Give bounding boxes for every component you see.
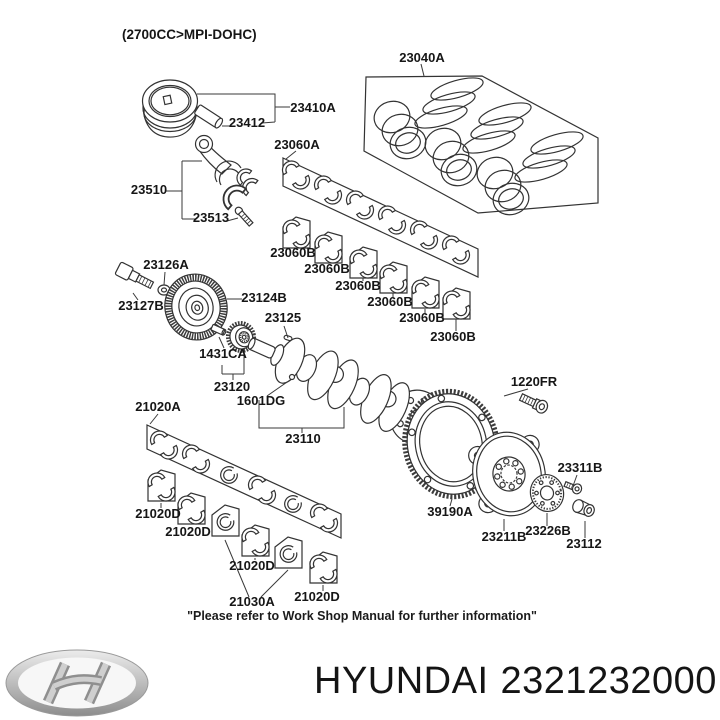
adapter-plate	[529, 473, 565, 513]
timing-sprocket	[225, 321, 257, 353]
label-main-bearing-1: 21020D	[135, 506, 181, 521]
label-pulley-bolt: 23127B	[118, 298, 164, 313]
label-main-bearing-2: 21020D	[165, 524, 211, 539]
ring-stack	[476, 156, 530, 216]
label-main-bearing-4: 21020D	[294, 589, 340, 604]
piston-ring-set	[363, 75, 599, 216]
leader-lines	[132, 63, 586, 598]
label-crank-pulley: 23124B	[241, 290, 287, 305]
label-connecting-rod: 23510	[131, 182, 167, 197]
thrust-ring-box	[211, 504, 240, 537]
label-rod-bolt: 23513	[193, 210, 229, 225]
rod-bearing-set	[279, 157, 479, 278]
hyundai-logo-icon	[5, 649, 149, 717]
label-rod-bearing-4: 23060B	[367, 294, 413, 309]
label-rod-bearing-2: 23060B	[304, 261, 350, 276]
label-rod-bearing-1: 23060B	[270, 245, 316, 260]
parts-diagram: (2700CC>MPI-DOHC) 23040A 23410A 23412 23…	[114, 27, 603, 623]
label-crank-sprocket: 23120	[214, 379, 250, 394]
label-rod-bearing-5: 23060B	[399, 310, 445, 325]
label-woodruff-key: 23125	[265, 310, 301, 325]
label-drive-plate: 23211B	[482, 529, 527, 544]
ring-gear-bolt	[518, 393, 549, 414]
ring-stack	[424, 127, 478, 187]
pulley-bolt	[114, 261, 155, 290]
label-pulley-washer: 23126A	[143, 257, 189, 272]
brand-line: HYUNDAI 2321232000	[314, 660, 717, 703]
label-rod-bearing-3: 23060B	[335, 278, 381, 293]
drive-plate-bolt	[563, 480, 583, 495]
label-drive-plate-bolt: 23311B	[558, 460, 603, 475]
rod-bearing-box	[409, 277, 443, 312]
main-bearing-box	[145, 470, 179, 505]
compression-rings	[414, 77, 584, 183]
brand-part-number: 2321232000	[500, 660, 717, 702]
label-ring-gear: 39190A	[427, 504, 473, 519]
brand-name: HYUNDAI	[314, 660, 489, 702]
piston-pin	[194, 104, 224, 129]
label-rod-bearing-set: 23060A	[274, 137, 320, 152]
label-ring-gear-bolt: 1220FR	[511, 374, 558, 389]
rod-bolt	[234, 206, 254, 227]
piston	[141, 79, 199, 138]
ring-stack	[373, 100, 427, 160]
label-main-bearing-3: 21020D	[229, 558, 275, 573]
engine-spec-label: (2700CC>MPI-DOHC)	[122, 27, 257, 42]
workshop-note: "Please refer to Work Shop Manual for fu…	[187, 609, 537, 623]
label-piston-pin: 23412	[229, 115, 265, 130]
main-bearing-box	[307, 552, 341, 587]
rod-bearing-box	[347, 247, 381, 282]
main-bearing-set	[146, 424, 342, 539]
rod-bearing-box	[377, 262, 411, 297]
crankshaft-pulley	[164, 273, 228, 341]
label-crankshaft: 23110	[285, 431, 320, 446]
dowel-pin	[210, 323, 227, 336]
crank-bolt	[288, 373, 296, 381]
main-bearing-box	[239, 525, 273, 560]
thrust-ring-box	[274, 536, 303, 569]
label-pilot-bushing: 23112	[566, 536, 601, 551]
pilot-bushing	[572, 499, 595, 517]
label-crank-bolt: 1601DG	[237, 393, 285, 408]
label-piston-assy: 23410A	[290, 100, 336, 115]
label-timing-sprocket: 1431CA	[199, 346, 247, 361]
label-main-bearing-set: 21020A	[135, 399, 181, 414]
label-rod-bearing-6: 23060B	[430, 329, 476, 344]
label-piston-ring-set: 23040A	[399, 50, 445, 65]
label-thrust-set: 21030A	[229, 594, 275, 609]
connecting-rod	[194, 134, 259, 211]
label-adapter-plate: 23226B	[525, 523, 571, 538]
